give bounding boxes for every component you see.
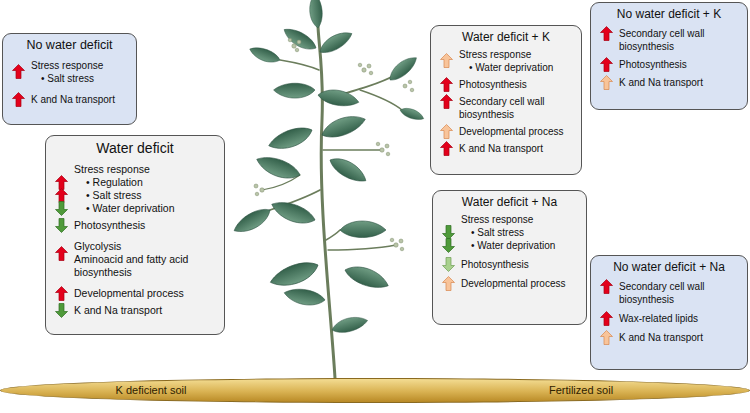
- effect-row: Developmental process: [437, 125, 575, 138]
- flower-buds: [254, 38, 414, 251]
- effect-row: Stress response: [9, 59, 130, 72]
- effect-row: • Salt stress: [439, 226, 580, 239]
- box-heading: Water deficit: [52, 140, 218, 157]
- condition-box: Water deficitStress response• Regulation…: [45, 135, 225, 335]
- effect-row: Photosynthesis: [439, 258, 580, 271]
- effect-text: Aminoacid and fatty acid biosynthesis: [74, 253, 218, 279]
- up-arrow: [600, 330, 613, 345]
- effect-row: K and Na transport: [52, 304, 218, 317]
- soil-band: K deficient soil Fertilized soil: [0, 378, 750, 403]
- effect-row: Aminoacid and fatty acid biosynthesis: [52, 253, 218, 279]
- up-arrow: [12, 64, 25, 79]
- box-heading: No water deficit: [9, 38, 130, 53]
- effect-text: • Salt stress: [86, 189, 142, 202]
- effect-text: K and Na transport: [459, 142, 543, 155]
- effect-text: Stress response: [31, 59, 103, 72]
- effect-row: K and Na transport: [9, 93, 130, 106]
- effect-row: • Water deprivation: [437, 61, 575, 74]
- effect-text: K and Na transport: [74, 304, 162, 317]
- down-arrow: [55, 218, 68, 233]
- up-arrow: [55, 188, 68, 203]
- condition-box: Water deficit + K Stress response• Water …: [430, 25, 582, 175]
- leaves: [231, 0, 426, 336]
- effect-text: Photosynthesis: [461, 258, 529, 271]
- effect-row: K and Na transport: [437, 142, 575, 155]
- effect-text: • Water deprivation: [86, 202, 175, 215]
- effect-text: Photosynthesis: [619, 58, 687, 71]
- effect-row: Wax-related lipids: [597, 312, 741, 325]
- box-heading: No water deficit + Na: [597, 260, 741, 274]
- effect-row: Photosynthesis: [52, 219, 218, 232]
- effect-row: Secondary cell wall biosynthesis: [597, 280, 741, 306]
- up-arrow: [600, 57, 613, 72]
- effect-text: Developmental process: [461, 277, 566, 290]
- condition-box: No water deficit + K Secondary cell wall …: [590, 2, 748, 110]
- effect-row: Secondary cell wall biosynthesis: [597, 27, 741, 53]
- up-arrow: [600, 279, 613, 294]
- effect-row: Developmental process: [52, 287, 218, 300]
- effect-text: • Salt stress: [471, 226, 524, 239]
- soil-label: Fertilized soil: [549, 384, 613, 397]
- effect-text: K and Na transport: [31, 93, 115, 106]
- box-heading: Water deficit + Na: [439, 195, 580, 209]
- up-arrow: [440, 124, 453, 139]
- effect-text: Stress response: [459, 48, 531, 61]
- effect-text: • Regulation: [86, 176, 143, 189]
- up-arrow: [440, 77, 453, 92]
- down-arrow: [442, 257, 455, 272]
- effect-text: • Water deprivation: [471, 239, 555, 252]
- effect-row: Glycolysis: [52, 240, 218, 253]
- effect-row: Stress response: [439, 213, 580, 226]
- effect-row: Photosynthesis: [597, 58, 741, 71]
- effect-row: • Water deprivation: [52, 202, 218, 215]
- effect-text: Developmental process: [459, 125, 564, 138]
- effect-text: Developmental process: [74, 287, 184, 300]
- up-arrow: [440, 53, 453, 68]
- box-heading: No water deficit + K: [597, 7, 741, 21]
- up-arrow: [440, 94, 453, 109]
- effect-text: • Water deprivation: [469, 61, 553, 74]
- effect-text: K and Na transport: [619, 331, 703, 344]
- soil-label: K deficient soil: [116, 384, 187, 397]
- down-arrow: [55, 303, 68, 318]
- effect-text: Photosynthesis: [74, 219, 145, 232]
- up-arrow: [55, 286, 68, 301]
- effect-row: • Water deprivation: [439, 239, 580, 252]
- effect-text: Secondary cell wall biosynthesis: [459, 95, 575, 121]
- up-arrow: [440, 141, 453, 156]
- condition-box: No water deficitStress response• Salt st…: [2, 33, 137, 125]
- effect-row: • Salt stress: [9, 72, 130, 85]
- effect-row: Secondary cell wall biosynthesis: [437, 95, 575, 121]
- up-arrow: [600, 75, 613, 90]
- up-arrow: [12, 92, 25, 107]
- condition-box: Water deficit + Na Stress response• Salt …: [432, 190, 587, 325]
- down-arrow: [55, 201, 68, 216]
- effect-text: • Salt stress: [41, 72, 94, 85]
- up-arrow: [442, 276, 455, 291]
- effect-row: • Regulation: [52, 176, 218, 189]
- condition-box: No water deficit + Na Secondary cell wall…: [590, 255, 748, 370]
- effect-row: Photosynthesis: [437, 78, 575, 91]
- effect-text: Wax-related lipids: [619, 312, 698, 325]
- down-arrow: [442, 238, 455, 253]
- up-arrow: [600, 311, 613, 326]
- effect-text: Secondary cell wall biosynthesis: [619, 27, 741, 53]
- effect-row: Stress response: [52, 163, 218, 176]
- up-arrow: [55, 246, 68, 261]
- effect-text: Photosynthesis: [459, 78, 527, 91]
- effect-row: • Salt stress: [52, 189, 218, 202]
- up-arrow: [600, 26, 613, 41]
- effect-row: Developmental process: [439, 277, 580, 290]
- effect-text: Stress response: [461, 213, 533, 226]
- effect-text: Stress response: [74, 163, 150, 176]
- effect-text: Secondary cell wall biosynthesis: [619, 280, 741, 306]
- down-arrow: [442, 225, 455, 240]
- effect-text: K and Na transport: [619, 76, 703, 89]
- effect-row: Stress response: [437, 48, 575, 61]
- effect-text: Glycolysis: [74, 240, 121, 253]
- up-arrow: [55, 175, 68, 190]
- box-heading: Water deficit + K: [437, 30, 575, 44]
- effect-row: K and Na transport: [597, 76, 741, 89]
- effect-row: K and Na transport: [597, 331, 741, 344]
